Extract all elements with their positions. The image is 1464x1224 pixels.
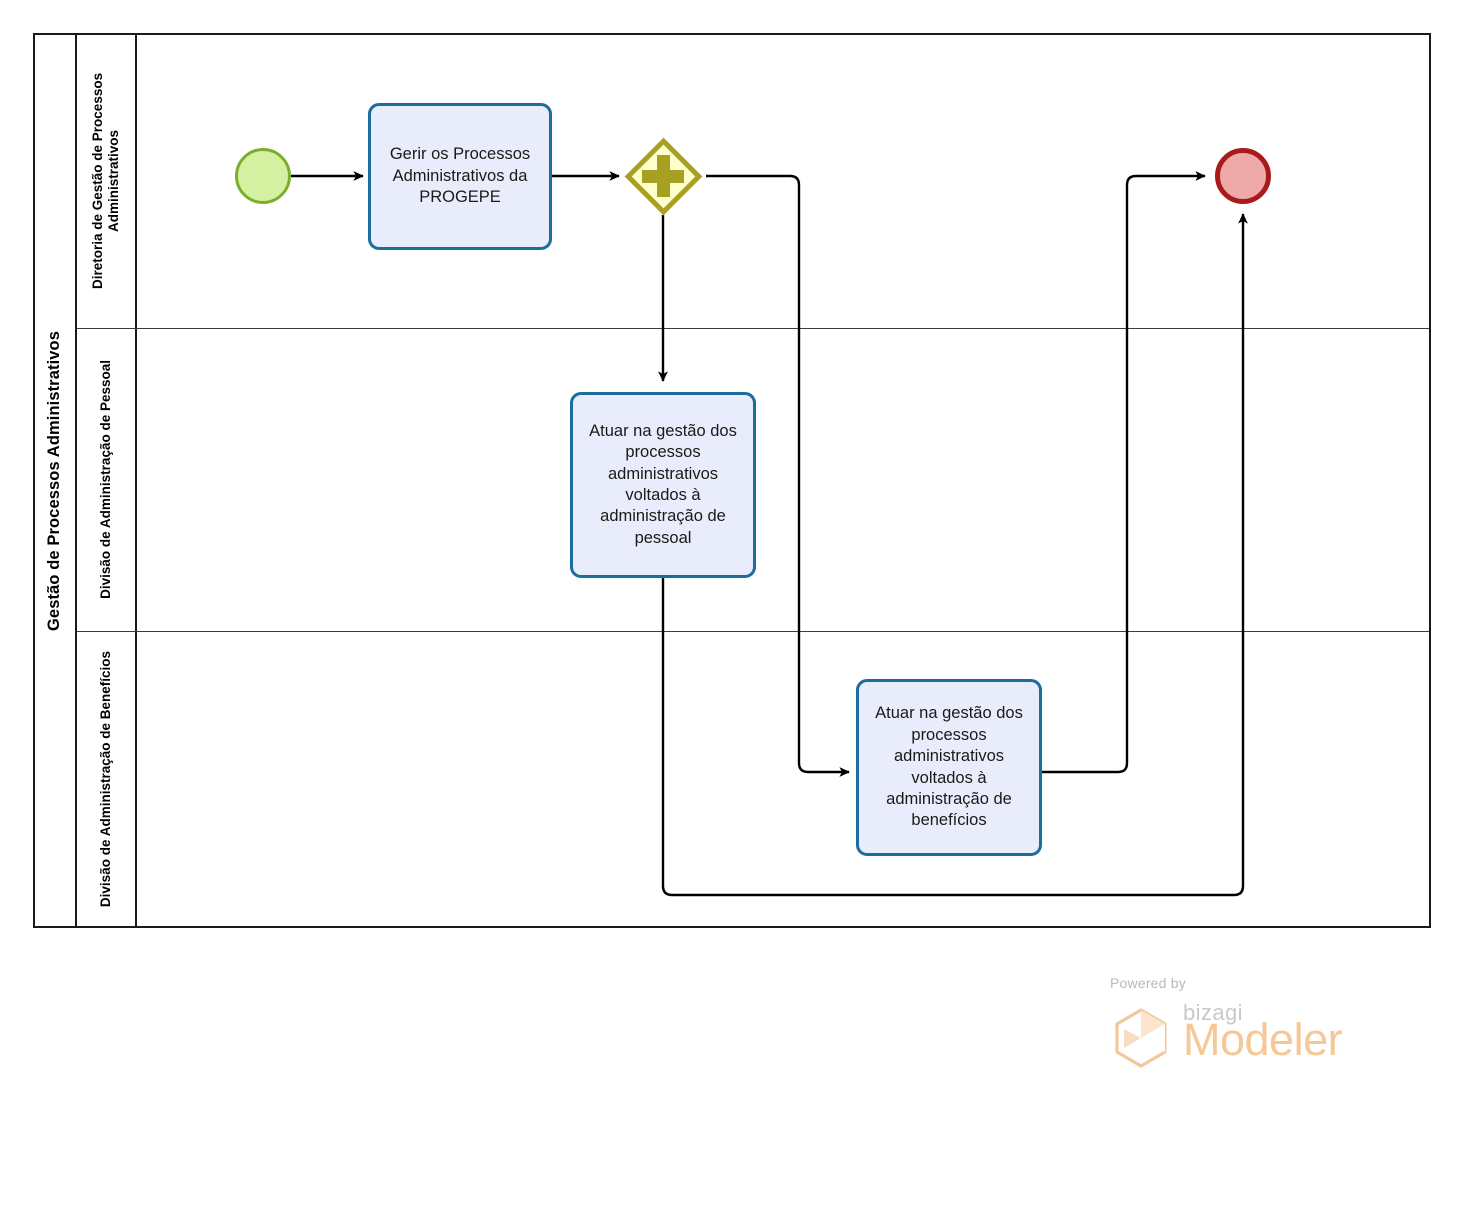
start-event[interactable] xyxy=(235,148,291,204)
gateway-plus-icon-vertical xyxy=(656,155,670,197)
task-atuar-beneficios[interactable]: Atuar na gestão dos processos administra… xyxy=(856,679,1042,856)
modeler-wordmark: Modeler xyxy=(1183,1014,1343,1065)
lane-divider-2 xyxy=(77,631,1429,632)
lane-label-diretoria: Diretoria de Gestão de Processos Adminis… xyxy=(90,72,121,289)
lane-header-beneficios: Divisão de Administração de Benefícios xyxy=(77,631,137,928)
task-gerir-label: Gerir os Processos Administrativos da PR… xyxy=(389,145,531,207)
task-beneficios-label: Atuar na gestão dos processos administra… xyxy=(875,704,1023,830)
lane-divider-1 xyxy=(77,328,1429,329)
bizagi-hexagon-icon xyxy=(1115,1008,1167,1068)
lane-label-pessoal: Divisão de Administração de Pessoal xyxy=(98,360,114,599)
task-atuar-pessoal[interactable]: Atuar na gestão dos processos administra… xyxy=(570,392,756,578)
bizagi-modeler-logo: Powered by bizagi Modeler xyxy=(1105,975,1365,1075)
task-gerir-processos[interactable]: Gerir os Processos Administrativos da PR… xyxy=(368,103,552,250)
task-pessoal-label: Atuar na gestão dos processos administra… xyxy=(589,421,737,547)
lane-label-beneficios: Divisão de Administração de Benefícios xyxy=(98,651,114,908)
gateway-parallel-split[interactable] xyxy=(624,137,702,215)
end-event[interactable] xyxy=(1215,148,1271,204)
lane-header-diretoria: Diretoria de Gestão de Processos Adminis… xyxy=(77,33,137,328)
powered-by-label: Powered by xyxy=(1110,975,1186,991)
lane-header-pessoal: Divisão de Administração de Pessoal xyxy=(77,328,137,631)
bizagi-wordmark: bizagi xyxy=(1183,1000,1243,1025)
pool-title-label: Gestão de Processos Administrativos xyxy=(44,330,63,631)
pool-title: Gestão de Processos Administrativos xyxy=(33,33,77,928)
